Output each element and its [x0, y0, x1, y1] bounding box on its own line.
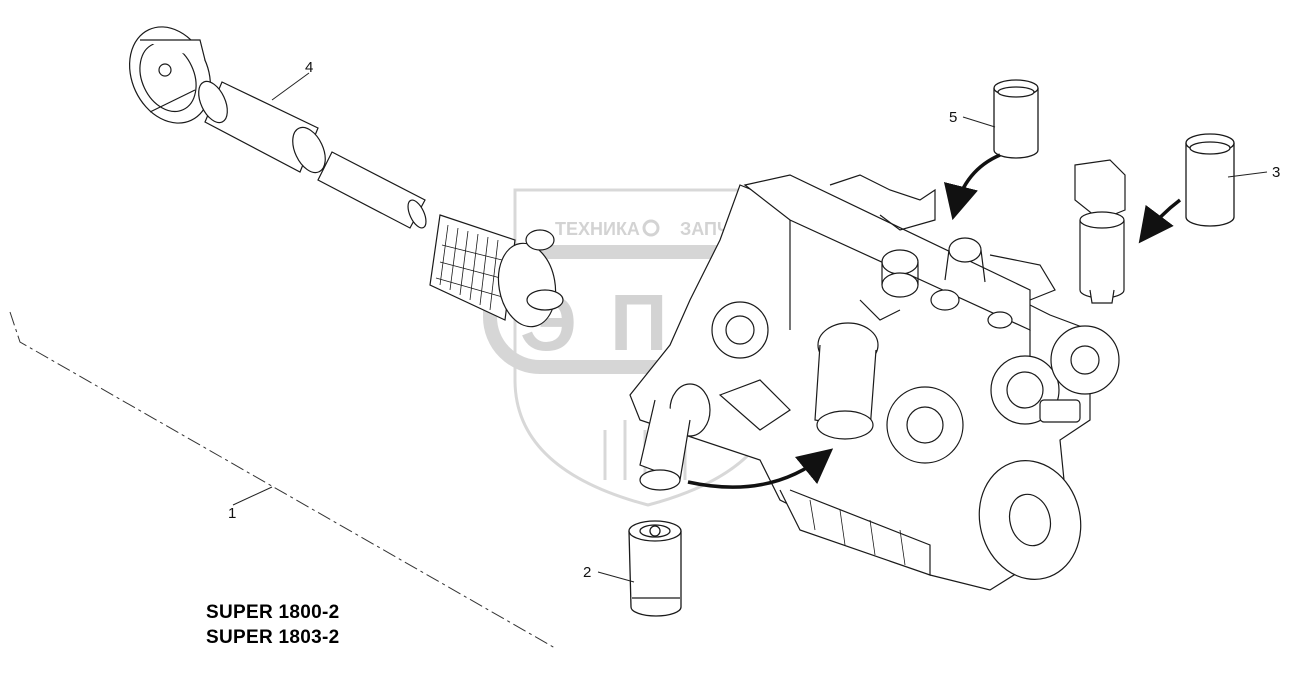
fuel-filter-part-5 [993, 79, 1039, 159]
leader-lines [232, 72, 1268, 583]
kit-boundary [9, 311, 556, 649]
callout-3: 3 [1272, 164, 1280, 181]
leader-3 [1227, 171, 1268, 178]
leader-4 [271, 72, 310, 101]
engine-illustration [629, 174, 1120, 591]
watermark-text-left: ТЕХНИКА [555, 219, 640, 239]
leader-2 [597, 571, 635, 583]
arrow-part-3 [1138, 198, 1182, 244]
assembly-arrows [687, 153, 1182, 489]
oil-filter-part-2 [628, 520, 682, 617]
callout-2: 2 [583, 564, 591, 581]
watermark-gear-icon [642, 219, 660, 237]
arrow-part-2 [687, 448, 834, 489]
model-label-1: SUPER 1800-2 [206, 602, 340, 623]
fuel-filter-part-3 [1185, 133, 1235, 227]
watermark-letter-2: П [610, 278, 668, 367]
leader-5 [962, 116, 996, 128]
callout-5: 5 [949, 109, 957, 126]
arrow-part-5 [943, 153, 1001, 221]
callout-1: 1 [228, 505, 236, 522]
leader-1 [232, 486, 273, 506]
fuel-filter-housing [1074, 159, 1126, 304]
air-filter-assembly [128, 26, 564, 328]
model-label-2: SUPER 1803-2 [206, 627, 340, 648]
callout-4: 4 [305, 59, 313, 76]
